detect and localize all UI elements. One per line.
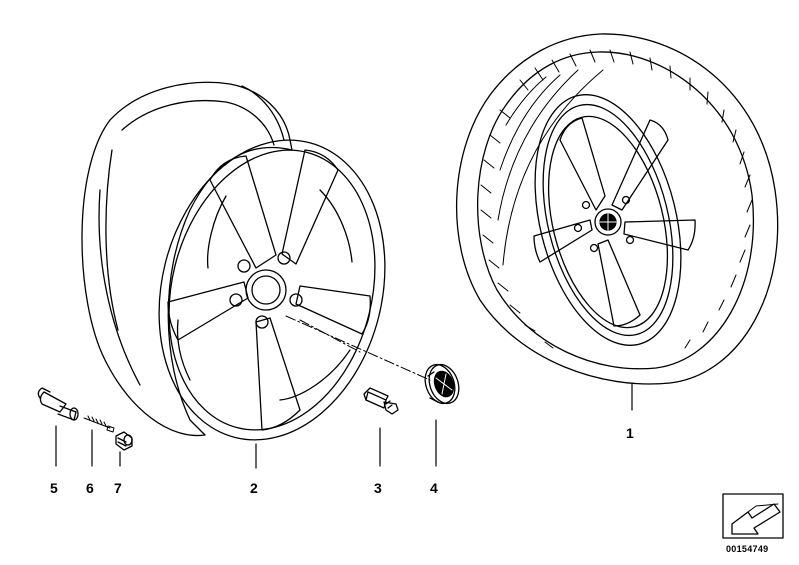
callout-5: 5	[50, 480, 58, 496]
leader-lines	[55, 383, 633, 469]
valve-insert	[83, 415, 115, 433]
callout-4: 4	[430, 480, 438, 496]
hub-cap-emblem	[424, 363, 460, 405]
callout-3: 3	[374, 480, 382, 496]
callout-7: 7	[114, 480, 122, 496]
document-number: 00154749	[726, 544, 769, 554]
callout-6: 6	[86, 480, 94, 496]
wheel-bolt	[363, 387, 399, 415]
complete-wheel-with-tire	[455, 33, 779, 385]
valve	[37, 387, 79, 421]
valve-cap	[115, 431, 133, 451]
callout-2: 2	[250, 480, 258, 496]
callout-1: 1	[626, 425, 634, 441]
note-arrow-icon	[722, 493, 784, 539]
rim-side-view	[81, 81, 386, 441]
